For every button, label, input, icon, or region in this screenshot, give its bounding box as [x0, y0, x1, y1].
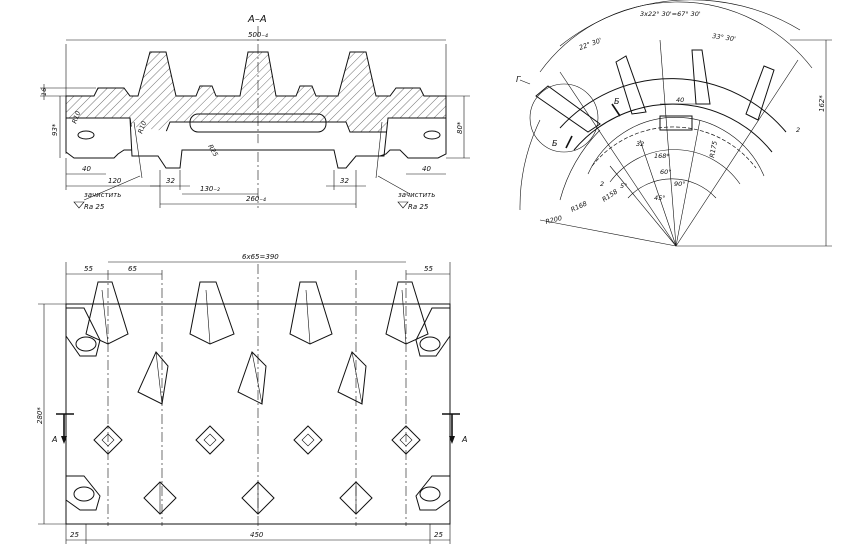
- plan-dim-25-left: 25: [70, 531, 79, 539]
- plan-dim-450: 450: [250, 531, 264, 539]
- arc-dim-2b: 2: [600, 180, 604, 188]
- plan-dim-280: 280*: [36, 407, 44, 424]
- top-teeth-row: [85, 281, 429, 345]
- section-body: [65, 117, 447, 169]
- dim-height-left: 93*: [51, 123, 59, 136]
- arc-dim-40: 40: [676, 96, 684, 104]
- arc-angle-22: 22° 30': [578, 36, 603, 52]
- arc-dim-32: 32: [636, 140, 644, 148]
- cut-left: А: [51, 435, 57, 444]
- plan-view: 55 65 6x65=390 55 280* А А 25 450 25: [36, 253, 467, 544]
- dim-r-inner: R10: [136, 120, 148, 135]
- arc-angles-top: 3x22° 30'=67° 30': [640, 10, 701, 18]
- letter-b2: Б: [614, 97, 620, 106]
- letter-b1: Б: [552, 139, 558, 148]
- dim-120: 120: [108, 177, 122, 185]
- plan-dim-25-right: 25: [434, 531, 443, 539]
- letter-g: Г: [516, 75, 521, 84]
- lug-hole-bl: [73, 486, 95, 502]
- lug-hole-tl: [75, 336, 97, 352]
- plan-dim-55-left: 55: [84, 265, 93, 273]
- ra-left: Ra 25: [84, 203, 105, 211]
- plan-dim-pitch: 6x65=390: [242, 253, 279, 261]
- ra-right: Ra 25: [408, 203, 429, 211]
- note-right: зачистить: [398, 191, 435, 199]
- hole-right: [423, 130, 441, 140]
- arc-dim-162: 162*: [818, 95, 826, 112]
- note-left: зачистить: [84, 191, 121, 199]
- lug-hole-tr: [419, 336, 441, 352]
- arc-r200: R200: [545, 214, 563, 226]
- arc-tooth-3: [691, 49, 711, 105]
- lug-hole-br: [419, 486, 441, 502]
- dim-260: 260₋₄: [246, 195, 266, 203]
- hole-left: [77, 130, 95, 140]
- arc-ang-5: 5°: [620, 182, 627, 190]
- dim-130: 130₋₂: [200, 185, 220, 193]
- dim-edge-left: 40: [82, 165, 91, 173]
- center-slot: [189, 113, 327, 133]
- dim-32-left: 32: [166, 177, 175, 185]
- arc-view: Г Б Б 40 32 168* R175 3x22° 30'=67° 30' …: [516, 0, 832, 247]
- section-title: А–А: [247, 14, 267, 25]
- arc-angle-33: 33° 30': [712, 32, 737, 43]
- mid-teeth-row: [137, 351, 367, 405]
- arc-ang-45: 45°: [654, 194, 666, 202]
- plan-dim-55-right: 55: [424, 265, 433, 273]
- detail-circle-g: [529, 83, 599, 153]
- dim-edge-right: 40: [422, 165, 431, 173]
- arc-dim-168: 168*: [654, 152, 670, 160]
- bottom-teeth-row: [143, 481, 373, 515]
- arc-tooth-1: [535, 85, 601, 133]
- dim-r-left: R10: [70, 110, 82, 125]
- arc-ang-60: 60°: [660, 168, 672, 176]
- arc-dim-2: 2: [796, 126, 800, 134]
- plan-dim-65: 65: [128, 265, 137, 273]
- arc-tooth-4: [745, 65, 775, 121]
- cut-right: А: [461, 435, 467, 444]
- dim-overall: 500₋₄: [248, 31, 268, 39]
- dim-32-right: 32: [340, 177, 349, 185]
- small-teeth-row: [93, 425, 421, 455]
- arc-ang-90: 90°: [674, 180, 686, 188]
- arc-dim-r175: R175: [708, 140, 719, 158]
- arc-r158: R158: [601, 188, 620, 204]
- arc-r168: R168: [570, 200, 589, 214]
- dim-tooth-top: 16: [40, 88, 48, 96]
- dim-height-right: 80*: [456, 121, 464, 134]
- arc-tooth-2: [615, 55, 647, 115]
- section-view: А–А 500₋₄ 16 93* 80* R10: [40, 14, 470, 211]
- section-slab: [65, 51, 447, 133]
